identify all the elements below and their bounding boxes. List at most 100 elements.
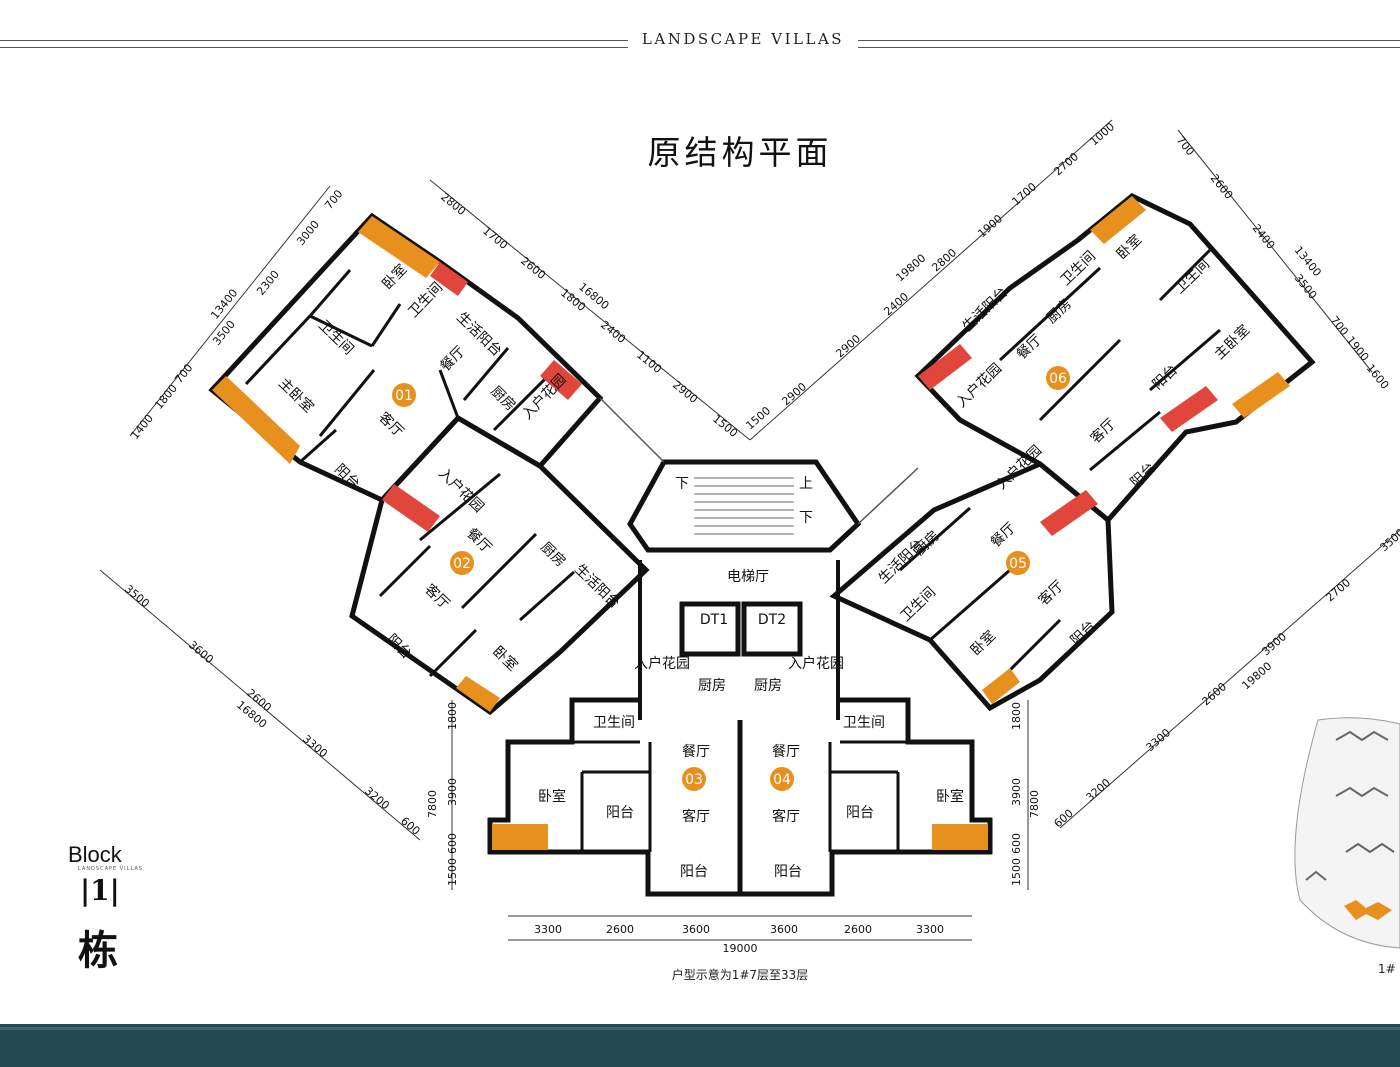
dimension: 3900 — [446, 778, 459, 806]
left-wing — [208, 212, 650, 716]
unit-01-red-top — [430, 262, 468, 296]
unit-06-red-mid — [1160, 386, 1218, 432]
block-chinese-label: 栋 — [78, 927, 118, 974]
dimension: 1600 — [1364, 362, 1392, 392]
room-label: 餐厅 — [682, 744, 710, 760]
unit-badge-03 — [682, 767, 706, 791]
room-label: 阳台 — [846, 805, 874, 821]
dimension: 700 — [1174, 134, 1197, 159]
dimension: 3500 — [210, 318, 238, 348]
unit-01-red-right — [540, 360, 582, 400]
room-label: 厨房 — [698, 678, 726, 694]
unit-02-orange — [456, 676, 500, 712]
unit-03-outline — [487, 697, 743, 897]
footer-stripe — [0, 1027, 1400, 1030]
room-label: 阳台 — [1068, 618, 1099, 649]
room-label: 客厅 — [682, 808, 710, 825]
stair-treads — [694, 477, 794, 535]
room-label: 生活阳台 — [876, 536, 927, 586]
header-rule-left — [0, 40, 628, 48]
room-label: 客厅 — [1035, 577, 1067, 609]
room-label: 卧室 — [379, 261, 411, 293]
dimension: 1800 — [1010, 702, 1023, 730]
lift-1-label: DT1 — [700, 612, 728, 628]
unit-number-06: 06 — [1049, 371, 1067, 387]
core — [627, 459, 862, 720]
dimension: 3300 — [916, 923, 944, 936]
dimension: 3500 — [122, 582, 152, 610]
unit-06-orange-right — [1232, 372, 1290, 418]
dimension: 3900 — [1259, 630, 1289, 658]
dimension: 7800 — [1028, 790, 1041, 818]
dimension: 600 — [1051, 807, 1075, 831]
keymap-current-building — [1344, 900, 1392, 920]
room-label: 卧室 — [489, 643, 521, 675]
dimension: 3300 — [1143, 726, 1173, 754]
unit-badge-01 — [392, 383, 416, 407]
site-keymap — [1294, 717, 1400, 949]
dimension: 3600 — [186, 638, 216, 666]
room-label: 厨房 — [754, 678, 782, 694]
dimension: 2300 — [254, 268, 282, 298]
room-label: 主卧室 — [275, 375, 317, 416]
stair-down-label: 下 — [799, 510, 813, 526]
lobby-label: 电梯厅 — [727, 569, 769, 585]
dimension: 1900 — [975, 212, 1005, 240]
stair-outline — [627, 459, 862, 553]
dimension: 19800 — [893, 251, 928, 284]
unit-number-05: 05 — [1009, 556, 1027, 572]
unit-04-outline — [737, 697, 993, 897]
room-label: 餐厅 — [988, 520, 1019, 551]
brand-name: LANDSCAPE VILLAS — [641, 30, 845, 48]
dimension: 1800 — [152, 382, 180, 412]
room-label: 卫生间 — [843, 715, 885, 731]
dimension: 2800 — [929, 246, 959, 274]
block-sublabel: LANDSCAPE VILLAS — [78, 866, 143, 872]
room-label: 客厅 — [1087, 415, 1119, 447]
room-label: 卫生间 — [593, 715, 635, 731]
dimension: 3300 — [534, 923, 562, 936]
unit-number-02: 02 — [453, 556, 471, 572]
room-label: 客厅 — [421, 581, 453, 613]
room-label: 卫生间 — [898, 584, 939, 625]
bottom-wing — [487, 697, 993, 897]
dimension: 2600 — [606, 923, 634, 936]
room-label: 阳台 — [680, 864, 708, 880]
dimension: 2800 — [438, 190, 468, 218]
dimension: 1500 — [446, 858, 459, 886]
unit-04-orange — [932, 824, 988, 850]
unit-badge-05 — [1006, 551, 1030, 575]
room-label: 卫生间 — [315, 317, 356, 358]
keymap-label: 1# — [1378, 962, 1396, 976]
dimension: 2400 — [881, 290, 911, 318]
dimension: 1500 — [710, 412, 740, 440]
dimension: 2700 — [1051, 150, 1081, 178]
unit-06-red-left — [918, 344, 972, 390]
header-rule-right — [858, 40, 1400, 48]
room-label: 主卧室 — [1211, 321, 1253, 362]
unit-01-orange-left — [212, 376, 300, 464]
dimension: 2600 — [844, 923, 872, 936]
dimension: 19800 — [1239, 659, 1274, 692]
dimension: 1800 — [446, 702, 459, 730]
room-label: 入户花园 — [634, 655, 690, 672]
floor-range-caption: 户型示意为1#7层至33层 — [671, 968, 809, 982]
room-label: 生活阳台 — [960, 284, 1011, 334]
room-label: 餐厅 — [772, 744, 800, 760]
unit-06-outline — [914, 193, 1316, 524]
room-label: 卧室 — [538, 788, 566, 805]
block-number: |1| — [80, 874, 120, 907]
right-wing — [829, 193, 1316, 712]
lift-2-label: DT2 — [758, 612, 786, 628]
room-label: 卧室 — [936, 788, 964, 805]
room-label: 阳台 — [606, 805, 634, 821]
room-label: 卧室 — [1113, 231, 1145, 263]
dimension: 1700 — [1009, 180, 1039, 208]
dimension: 600 — [446, 833, 459, 854]
dimension: 1900 — [1344, 334, 1372, 364]
unit-01-orange-top — [358, 216, 440, 278]
room-label: 餐厅 — [463, 525, 494, 556]
dimension: 1700 — [480, 224, 510, 252]
unit-02-outline — [349, 414, 650, 716]
